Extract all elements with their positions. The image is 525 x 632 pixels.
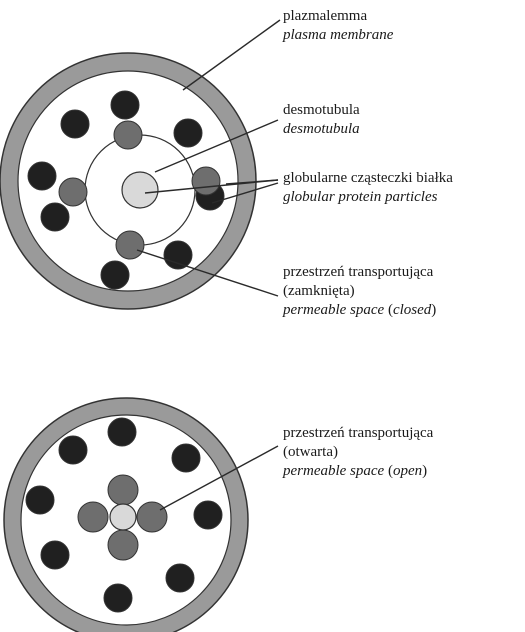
label-globular-particles: globularne cząsteczki białka globular pr… [283,169,453,207]
label-space-open-pl-2: (otwarta) [283,443,433,462]
gray-protein-particle [59,178,87,206]
dark-protein-particle [61,110,89,138]
plasmodesma-closed [0,53,256,309]
label-desmotubule-pl: desmotubula [283,101,360,120]
desmotubule-core-open [110,504,136,530]
label-plasma-membrane-en: plasma membrane [283,26,393,45]
label-space-open-en: permeable space (open) [283,462,433,481]
dark-protein-particle [41,203,69,231]
dark-protein-particle [111,91,139,119]
dark-protein-particle [166,564,194,592]
label-globular-particles-en: globular protein particles [283,188,453,207]
dark-protein-particle [104,584,132,612]
gray-protein-particle [116,231,144,259]
label-space-closed-en-main: permeable space [283,302,384,318]
label-space-closed-pl-2: (zamknięta) [283,282,436,301]
gray-protein-particle [137,502,167,532]
gray-protein-particle [108,475,138,505]
leader-plasma-membrane [183,20,280,90]
label-space-closed-paren-close: ) [431,302,436,318]
label-desmotubule: desmotubula desmotubula [283,101,360,139]
dark-protein-particle [108,418,136,446]
dark-protein-particle [26,486,54,514]
gray-protein-particle [192,167,220,195]
gray-protein-particle [108,530,138,560]
gray-protein-particle [78,502,108,532]
dark-protein-particle [101,261,129,289]
label-space-open: przestrzeń transportująca (otwarta) perm… [283,424,433,481]
desmotubule-core [122,172,158,208]
dark-protein-particle [41,541,69,569]
label-space-open-pl-1: przestrzeń transportująca [283,424,433,443]
label-space-open-state: open [393,463,422,479]
label-space-closed-en: permeable space (closed) [283,301,436,320]
plasmodesma-open [4,398,248,632]
dark-protein-particle [164,241,192,269]
label-space-closed: przestrzeń transportująca (zamknięta) pe… [283,263,436,320]
label-space-closed-pl-1: przestrzeń transportująca [283,263,436,282]
label-space-open-en-main: permeable space [283,463,384,479]
label-plasma-membrane: plazmalemma plasma membrane [283,7,393,45]
dark-protein-particle [172,444,200,472]
dark-protein-particle [28,162,56,190]
gray-protein-particle [114,121,142,149]
dark-protein-particle [174,119,202,147]
dark-protein-particle [194,501,222,529]
label-plasma-membrane-pl: plazmalemma [283,7,393,26]
label-space-open-paren-open: ( [384,463,393,479]
label-desmotubule-en: desmotubula [283,120,360,139]
label-space-closed-state: closed [393,302,431,318]
label-space-closed-paren-open: ( [384,302,393,318]
label-space-open-paren-close: ) [422,463,427,479]
dark-protein-particle [59,436,87,464]
label-globular-particles-pl: globularne cząsteczki białka [283,169,453,188]
